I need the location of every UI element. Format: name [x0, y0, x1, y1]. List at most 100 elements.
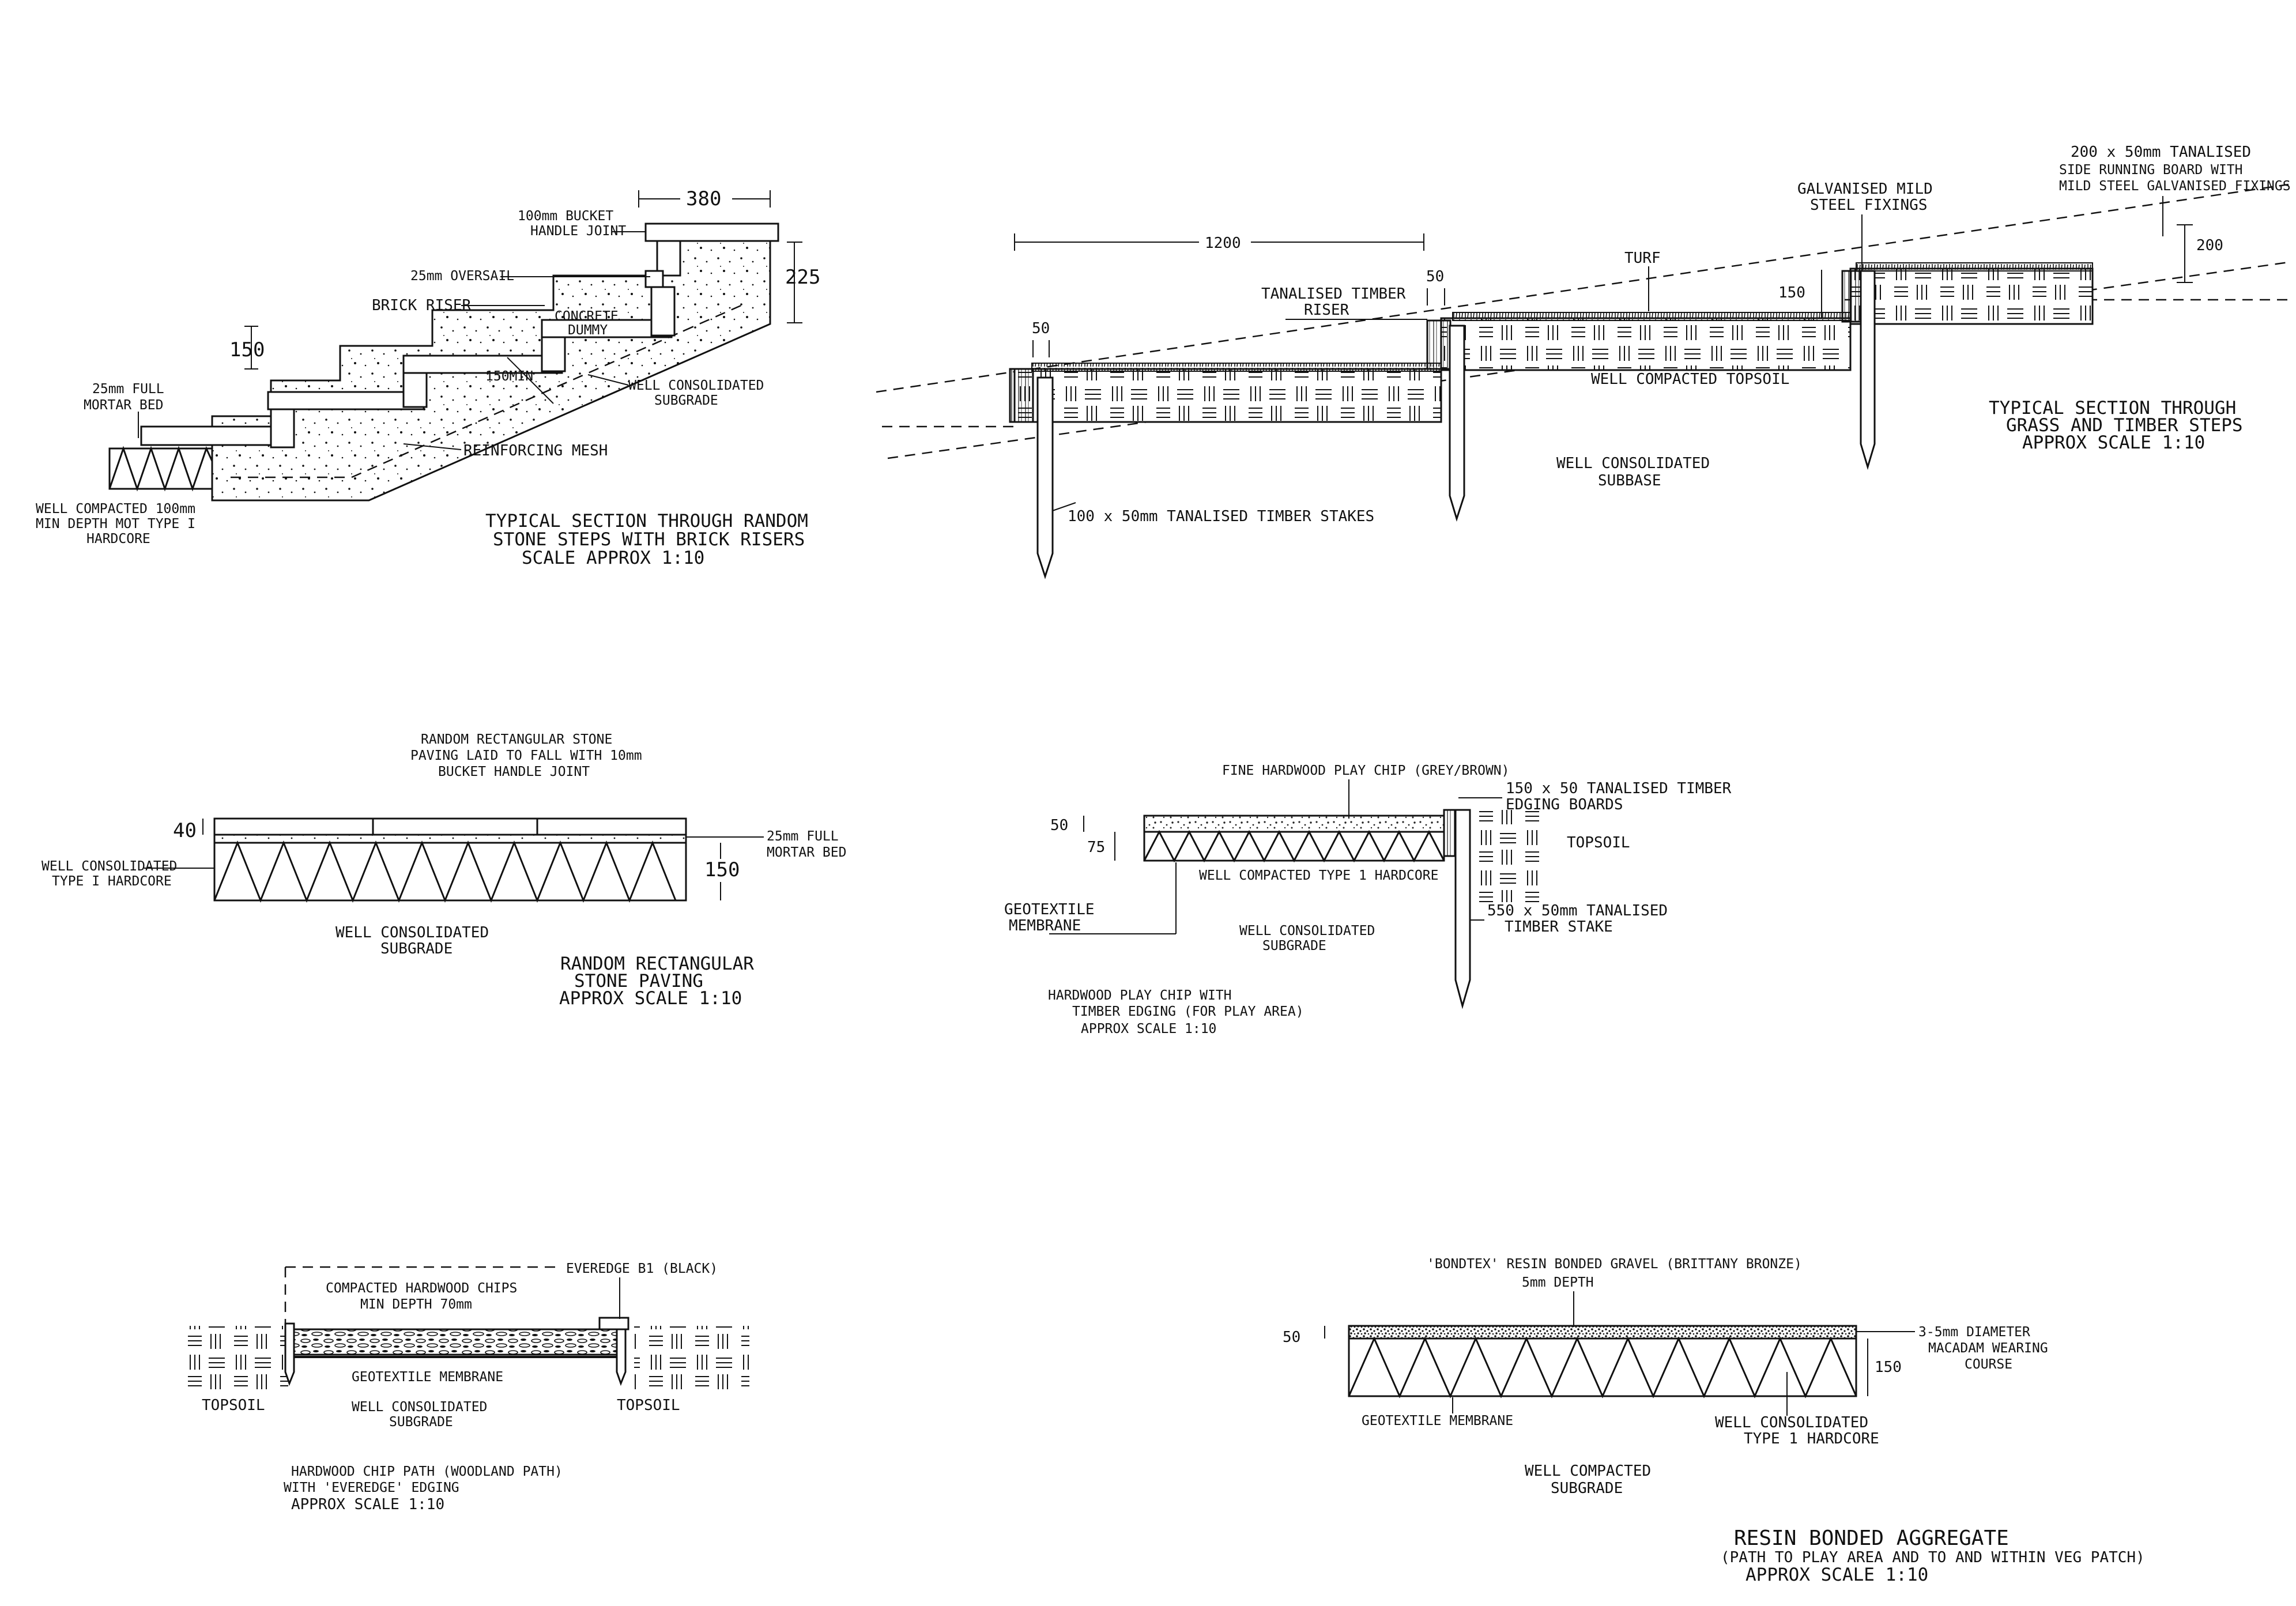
dim-150-label-timber: 150 — [1778, 284, 1805, 301]
label-fixings-1: GALVANISED MILD — [1797, 180, 1933, 198]
chip-path-chips — [287, 1328, 624, 1356]
play-chip-hardcore — [1143, 830, 1445, 863]
resin-dim-150: 150 — [1875, 1359, 1902, 1376]
timber-steps-title-2: GRASS AND TIMBER STEPS — [2006, 415, 2243, 436]
resin-title-3: APPROX SCALE 1:10 — [1745, 1564, 1928, 1585]
play-stake-label-1: 550 x 50mm TANALISED — [1487, 902, 1668, 919]
paving-hardcore-1: WELL CONSOLIDATED — [42, 859, 177, 874]
paving-slab-2 — [372, 817, 538, 836]
play-subgrade-label-1: WELL CONSOLIDATED — [1239, 923, 1375, 938]
chip-path-subgrade-1: WELL CONSOLIDATED — [352, 1400, 487, 1415]
resin-hardcore-label-2: TYPE 1 HARDCORE — [1744, 1430, 1879, 1447]
dim-1200-label: 1200 — [1205, 235, 1241, 252]
stone-steps-treads — [140, 223, 779, 448]
timber-riser-middle — [1426, 319, 1452, 370]
chip-path-chips-label-1: COMPACTED HARDWOOD CHIPS — [326, 1281, 517, 1296]
play-chip-layer — [1143, 815, 1445, 833]
label-subgrade-1: WELL CONSOLIDATED — [628, 378, 764, 393]
play-dim-75: 75 — [1087, 839, 1105, 856]
play-subgrade-label-2: SUBGRADE — [1262, 938, 1326, 953]
dim-150-label: 150 — [229, 338, 265, 361]
dim-50b-label: 50 — [1426, 268, 1444, 285]
paving-title-1: RANDOM RECTANGULAR — [560, 953, 754, 974]
paving-hardcore-2: TYPE I HARDCORE — [52, 874, 172, 889]
paving-mortar-1: 25mm FULL — [767, 829, 839, 844]
label-bucket-joint-1: 100mm BUCKET — [518, 209, 613, 224]
timber-stake-2 — [1449, 325, 1465, 522]
dim-200-label: 200 — [2196, 237, 2223, 254]
play-hardcore-label: WELL COMPACTED TYPE 1 HARDCORE — [1199, 868, 1438, 883]
paving-slab-1 — [213, 817, 374, 836]
label-fixings-2: STEEL FIXINGS — [1810, 197, 1928, 214]
stone-steps-hardcore — [108, 446, 213, 492]
dim-150-riser: 150 — [229, 326, 265, 370]
play-topsoil-hatch — [1476, 810, 1545, 902]
timber-steps-title-1: TYPICAL SECTION THROUGH — [1989, 398, 2236, 419]
label-hardcore-3: HARDCORE — [86, 531, 150, 546]
chip-path-chips-label-2: MIN DEPTH 70mm — [360, 1297, 472, 1312]
label-side-board-3: MILD STEEL GALVANISED FIXINGS — [2059, 179, 2291, 194]
timber-stake-1 — [1036, 376, 1054, 579]
resin-geo-label: GEOTEXTILE MEMBRANE — [1362, 1413, 1513, 1428]
label-timber-riser-1: TANALISED TIMBER — [1261, 285, 1406, 303]
resin-title-1: RESIN BONDED AGGREGATE — [1734, 1526, 2009, 1550]
play-dim-50: 50 — [1050, 817, 1068, 834]
chip-path-title-1: HARDWOOD CHIP PATH (WOODLAND PATH) — [291, 1464, 563, 1479]
reinforcing-mesh-line — [231, 303, 744, 478]
dim-225-label: 225 — [785, 266, 820, 289]
stone-steps-title-1: TYPICAL SECTION THROUGH RANDOM — [485, 511, 808, 531]
label-subbase-1: WELL CONSOLIDATED — [1556, 455, 1710, 472]
dim-380: 380 — [638, 187, 771, 210]
dim-1200: 1200 — [1014, 233, 1424, 252]
resin-title-2: (PATH TO PLAY AREA AND TO AND WITHIN VEG… — [1721, 1549, 2145, 1566]
play-geo-label-1: GEOTEXTILE — [1004, 901, 1095, 918]
label-hardcore-2: MIN DEPTH MOT TYPE I — [36, 517, 195, 531]
detail-stone-steps: 380 225 150 150MIN 100mm BUCKET HANDLE J… — [36, 187, 820, 568]
label-turf: TURF — [1624, 250, 1661, 267]
paving-slab-3 — [536, 817, 687, 836]
label-concrete-1: CONCRETE — [555, 309, 619, 324]
detail-stone-paving: 40 150 RANDOM RECTANGULAR STONE PAVING L… — [42, 732, 846, 1009]
chip-path-title-3: APPROX SCALE 1:10 — [291, 1496, 444, 1513]
resin-hardcore-label-1: WELL CONSOLIDATED — [1715, 1414, 1868, 1431]
paving-title-3: APPROX SCALE 1:10 — [559, 988, 742, 1009]
chip-path-geo-label: GEOTEXTILE MEMBRANE — [352, 1370, 503, 1385]
paving-mortar-bed — [213, 834, 687, 844]
label-hardcore-1: WELL COMPACTED 100mm — [36, 502, 195, 517]
chip-path-topsoil-left-label: TOPSOIL — [202, 1397, 265, 1414]
stone-steps-title-3: SCALE APPROX 1:10 — [522, 548, 704, 568]
play-timber-stake — [1454, 809, 1471, 1009]
resin-hardcore — [1348, 1336, 1857, 1398]
paving-top-1: RANDOM RECTANGULAR STONE — [421, 732, 612, 747]
stone-steps-title-2: STONE STEPS WITH BRICK RISERS — [493, 529, 805, 550]
label-bucket-joint-2: HANDLE JOINT — [530, 224, 626, 239]
dim-150min-label: 150MIN — [485, 369, 533, 384]
play-stake-label-2: TIMBER STAKE — [1505, 918, 1613, 936]
resin-macadam-1: 3-5mm DIAMETER — [1918, 1325, 2030, 1340]
paving-title-2: STONE PAVING — [574, 971, 703, 992]
play-edging-label-2: EDGING BOARDS — [1506, 796, 1623, 813]
turf-strip-lower — [1031, 363, 1442, 372]
paving-mortar-2: MORTAR BED — [767, 845, 846, 860]
play-title-2: TIMBER EDGING (FOR PLAY AREA) — [1072, 1004, 1304, 1019]
timber-steps-title-3: APPROX SCALE 1:10 — [2022, 432, 2205, 453]
play-title-1: HARDWOOD PLAY CHIP WITH — [1048, 988, 1232, 1003]
detail-timber-steps: 1200 50 50 150 200 200 x 50mm TANALISED … — [876, 144, 2291, 579]
paving-subgrade-1: WELL CONSOLIDATED — [335, 924, 489, 941]
label-brick-riser: BRICK RISER — [372, 297, 472, 314]
chip-path-topsoil-right — [634, 1326, 749, 1389]
resin-dim-50: 50 — [1283, 1329, 1300, 1346]
detail-resin-path: 'BONDTEX' RESIN BONDED GRAVEL (BRITTANY … — [1283, 1257, 2145, 1585]
detail-chip-path: COMPACTED HARDWOOD CHIPS MIN DEPTH 70mm … — [184, 1261, 749, 1513]
play-chip-label: FINE HARDWOOD PLAY CHIP (GREY/BROWN) — [1222, 763, 1510, 778]
play-geo-label-2: MEMBRANE — [1009, 917, 1081, 934]
dim-225: 225 — [785, 242, 820, 323]
label-concrete-2: DUMMY — [568, 323, 608, 338]
label-subbase-2: SUBBASE — [1598, 472, 1661, 489]
everedge-left — [284, 1322, 295, 1386]
label-timber-riser-2: RISER — [1304, 301, 1349, 319]
label-reinforcing-mesh: REINFORCING MESH — [463, 442, 608, 459]
play-topsoil-label: TOPSOIL — [1567, 834, 1630, 851]
play-title-3: APPROX SCALE 1:10 — [1081, 1021, 1216, 1036]
resin-subgrade-label-2: SUBGRADE — [1551, 1480, 1623, 1497]
